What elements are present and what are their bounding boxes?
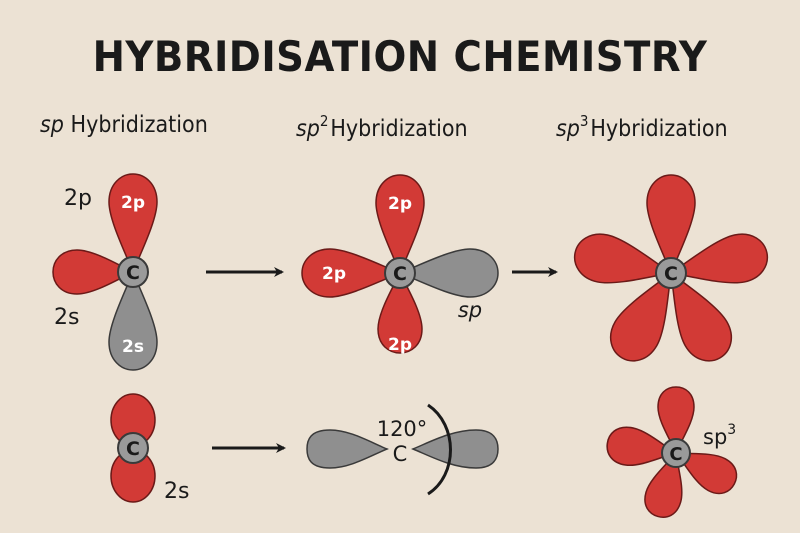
atom-label: C	[126, 438, 140, 460]
carbon-atom-icon	[384, 257, 416, 289]
outer-label-2p: 2p	[64, 186, 92, 211]
atom-label: C	[664, 263, 678, 285]
carbon-atom-icon	[117, 256, 149, 288]
lobe-label-top: 2p	[121, 193, 145, 213]
lobe-left	[306, 429, 389, 469]
bottom-sp2-diagram: C 120°	[306, 403, 499, 496]
lobe-label-top: 2p	[388, 194, 412, 214]
atom-label: C	[393, 442, 408, 466]
bottom-s-orbital-diagram: C	[110, 393, 156, 503]
carbon-atom-icon	[117, 432, 149, 464]
lobe-right	[411, 429, 499, 469]
section-heading-sp: sp Hybridization	[40, 112, 208, 138]
atom-label: C	[669, 444, 682, 465]
carbon-atom-icon	[661, 438, 691, 468]
label-sp3: sp3	[703, 422, 736, 449]
lobe-label-bottom: 2p	[388, 335, 412, 355]
angle-label: 120°	[377, 417, 428, 441]
angle-arc	[427, 403, 452, 496]
lobe-label-left: 2p	[322, 264, 346, 284]
carbon-atom-icon	[655, 257, 687, 289]
label-2s: 2s	[164, 479, 189, 504]
page-title: HYBRIDISATION CHEMISTRY	[92, 32, 708, 81]
atom-label: C	[393, 263, 407, 285]
lobe-label-bottom: 2s	[122, 337, 144, 357]
label-sp: sp	[458, 298, 482, 322]
section-heading-sp3: sp3Hybridization	[556, 112, 728, 142]
bottom-sp3-diagram: C	[603, 386, 744, 523]
outer-label-2s: 2s	[54, 305, 79, 330]
sp2-orbital-diagram: C 2p 2p 2p sp	[301, 174, 499, 355]
sp3-orbital-diagram: C	[569, 174, 773, 371]
atom-label: C	[126, 262, 140, 284]
sp-orbital-diagram: C 2p 2s	[52, 173, 158, 371]
section-heading-sp2: sp2Hybridization	[296, 112, 468, 142]
